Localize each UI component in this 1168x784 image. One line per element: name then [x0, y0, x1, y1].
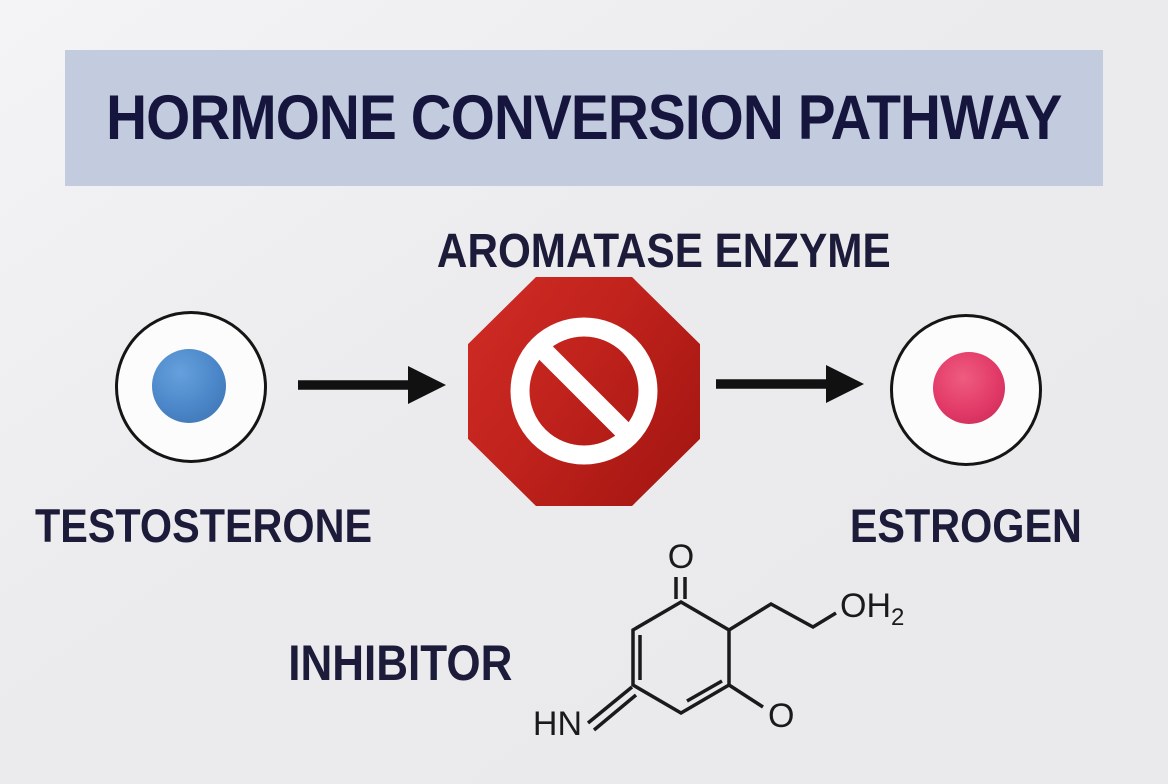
prohibition-slash	[532, 339, 636, 443]
estrogen-dot	[933, 352, 1005, 424]
oxygen-bottom-label: O	[768, 697, 794, 735]
estrogen-node	[890, 314, 1042, 466]
testosterone-dot	[152, 349, 226, 423]
molecule-ring	[631, 599, 731, 716]
oxygen-top-label: O	[668, 538, 694, 576]
inhibitor-molecule-structure: O OH2 HN O	[533, 538, 904, 743]
inhibitor-label: INHIBITOR	[287, 635, 513, 691]
prohibition-icon	[510, 317, 658, 465]
page-title: HORMONE CONVERSION PATHWAY	[106, 83, 1062, 153]
imine-bond	[592, 693, 638, 732]
stop-sign	[468, 277, 700, 506]
arrow-head	[408, 366, 446, 404]
arrow-head	[826, 365, 864, 403]
estrogen-label: ESTROGEN	[849, 499, 1083, 552]
imine-bond	[586, 685, 634, 725]
testosterone-node	[115, 311, 267, 463]
hydroxyl-group-label: OH2	[840, 587, 904, 631]
title-banner: HORMONE CONVERSION PATHWAY	[65, 50, 1103, 186]
arrow-right-icon	[298, 366, 446, 404]
oxy-bond	[728, 683, 764, 709]
testosterone-label: TESTOSTERONE	[34, 499, 373, 552]
prohibition-ring	[510, 317, 658, 465]
arrow-right-icon	[716, 365, 864, 403]
enzyme-label: AROMATASE ENZYME	[437, 225, 891, 278]
amine-group-label: HN	[533, 705, 582, 743]
ring-double-bond-bottom-right	[686, 679, 723, 703]
side-chain-bonds	[728, 601, 837, 632]
